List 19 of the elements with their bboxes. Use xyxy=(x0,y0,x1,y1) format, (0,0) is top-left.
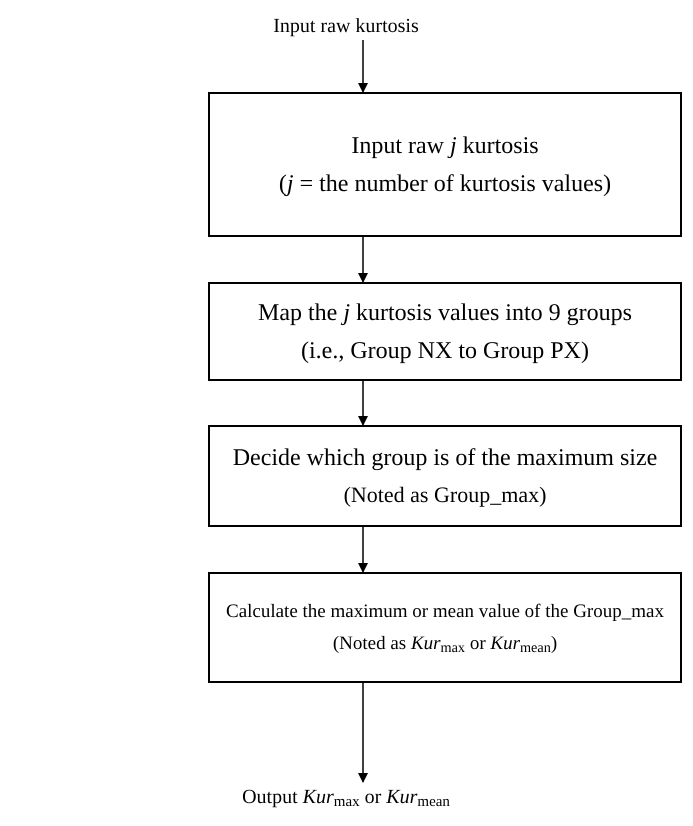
process-box xyxy=(208,425,682,527)
box-text: (i.e., Group NX to Group PX) xyxy=(301,336,589,366)
arrow xyxy=(358,237,368,283)
box-text: Calculate the maximum or mean value of the Group_max xyxy=(226,600,664,624)
box-text: (j = the number of kurtosis values) xyxy=(278,170,612,198)
arrow xyxy=(358,683,368,783)
process-box xyxy=(208,92,682,237)
box-text: (Noted as Kur$_{max}$ or Kur$_{mean}$) xyxy=(332,632,558,656)
box-text: Decide which group is of the maximum size xyxy=(232,444,658,474)
flow-text: Output Kur$_{max}$ or Kur$_{mean}$ xyxy=(242,784,450,810)
box-text: Map the j kurtosis values into 9 groups xyxy=(258,298,632,328)
arrow xyxy=(358,40,368,93)
box-text: (Noted as Group_max) xyxy=(344,481,546,509)
arrow xyxy=(358,381,368,426)
arrow xyxy=(358,527,368,573)
process-box xyxy=(208,572,682,683)
flow-text: Input raw kurtosis xyxy=(273,14,419,38)
process-box xyxy=(208,282,682,381)
box-text: Input raw j kurtosis xyxy=(351,132,539,160)
